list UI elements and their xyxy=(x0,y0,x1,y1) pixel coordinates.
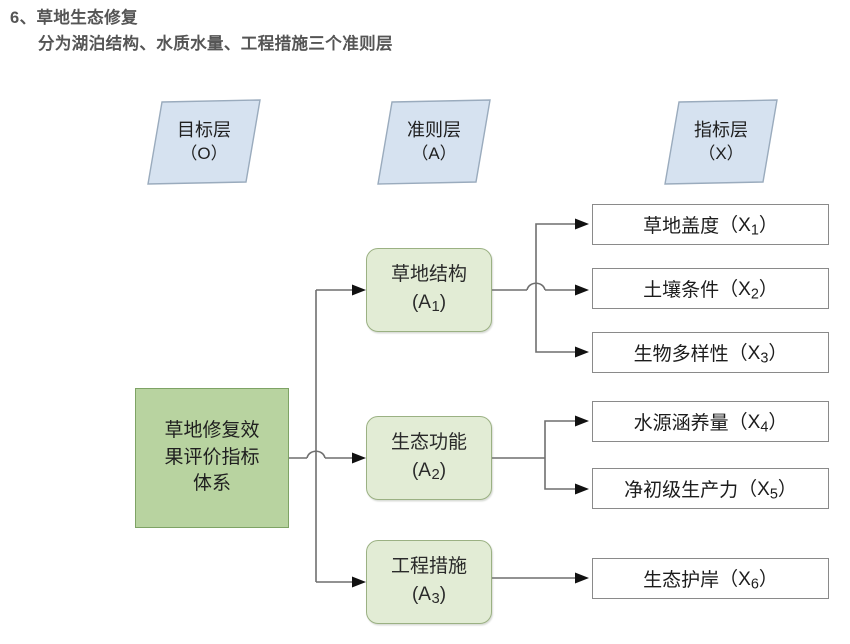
indicator-code: （X6） xyxy=(719,569,778,593)
criteria-node-a3[interactable]: 工程措施 (A3) xyxy=(366,540,492,624)
indicator-code: （X1） xyxy=(719,215,778,239)
goal-label-line-2: 果评价指标 xyxy=(164,446,260,468)
criteria-label: 生态功能 xyxy=(390,432,467,454)
connector-a2-to-x4 xyxy=(544,420,575,458)
goal-node-label: 草地修复效 果评价指标 体系 xyxy=(164,418,259,499)
goal-layer-header: 目标层 （O） xyxy=(147,99,261,185)
criteria-label: 工程措施 xyxy=(390,556,467,578)
criteria-node-a2-label: 生态功能 (A2) xyxy=(391,429,467,486)
indicator-node-x2[interactable]: 土壤条件（X2） xyxy=(592,268,829,309)
criteria-node-a2[interactable]: 生态功能 (A2) xyxy=(366,416,492,500)
connector-hop-a1 xyxy=(526,282,546,291)
arrowhead-to-a1 xyxy=(352,284,366,296)
page-heading: 6、草地生态修复 分为湖泊结构、水质水量、工程措施三个准则层 xyxy=(10,6,810,57)
criteria-code: (A3) xyxy=(411,583,447,608)
indicator-label: 生态护岸 xyxy=(643,570,720,591)
indicator-label: 土壤条件 xyxy=(643,280,720,301)
parallelogram-shape xyxy=(147,99,261,185)
heading-line-1: 6、草地生态修复 xyxy=(10,9,138,27)
criteria-code: (A2) xyxy=(411,459,447,484)
connector-hop-goal-trunk xyxy=(306,450,326,459)
criteria-label: 草地结构 xyxy=(390,264,467,286)
goal-label-line-3: 体系 xyxy=(192,473,231,495)
criteria-code: (A1) xyxy=(411,291,447,316)
arrowhead-to-x4 xyxy=(575,415,589,427)
connector-a2-to-x5 xyxy=(544,458,575,490)
indicator-code: （X2） xyxy=(719,279,778,303)
goal-node[interactable]: 草地修复效 果评价指标 体系 xyxy=(135,388,289,528)
indicator-code: （X4） xyxy=(728,412,788,436)
parallelogram-shape xyxy=(377,99,491,185)
parallelogram-shape xyxy=(664,99,778,185)
arrowhead-to-a2 xyxy=(352,452,366,464)
criteria-node-a1-label: 草地结构 (A1) xyxy=(391,261,467,318)
arrowhead-to-x5 xyxy=(575,483,589,495)
indicator-label: 水源涵养量 xyxy=(633,413,729,434)
heading-line-2: 分为湖泊结构、水质水量、工程措施三个准则层 xyxy=(38,34,393,53)
arrowhead-to-a3 xyxy=(352,576,366,588)
indicator-layer-header: 指标层 （X） xyxy=(664,99,778,185)
criteria-node-a1[interactable]: 草地结构 (A1) xyxy=(366,248,492,332)
indicator-node-x6[interactable]: 生态护岸（X6） xyxy=(592,558,829,599)
goal-label-line-1: 草地修复效 xyxy=(164,419,260,441)
arrowhead-to-x1 xyxy=(575,218,589,230)
indicator-node-x3[interactable]: 生物多样性（X3） xyxy=(592,332,829,373)
connector-a1-to-x1 xyxy=(535,223,575,290)
indicator-label: 草地盖度 xyxy=(643,216,720,237)
indicator-code: （X3） xyxy=(728,343,788,367)
arrowhead-to-x2 xyxy=(575,284,589,296)
criteria-node-a3-label: 工程措施 (A3) xyxy=(391,553,467,610)
connector-a1-to-x3 xyxy=(535,290,575,353)
arrowhead-to-x6 xyxy=(575,572,589,584)
criteria-layer-header: 准则层 （A） xyxy=(377,99,491,185)
indicator-node-x1[interactable]: 草地盖度（X1） xyxy=(592,204,829,245)
indicator-label: 生物多样性 xyxy=(633,344,729,365)
indicator-node-x4[interactable]: 水源涵养量（X4） xyxy=(592,401,829,442)
arrowhead-to-x3 xyxy=(575,346,589,358)
indicator-label: 净初级生产力 xyxy=(624,480,739,501)
indicator-code: （X5） xyxy=(738,479,797,503)
indicator-node-x5[interactable]: 净初级生产力（X5） xyxy=(592,468,829,509)
